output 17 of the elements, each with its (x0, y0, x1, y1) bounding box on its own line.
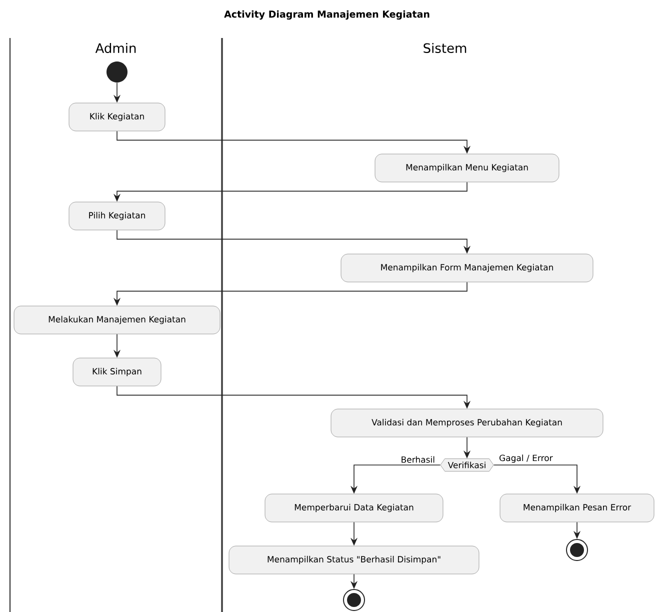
activity-box: Menampilkan Menu Kegiatan (374, 154, 560, 182)
lane-header: Sistem (424, 42, 466, 54)
end-node (343, 589, 365, 611)
activity-box: Klik Kegiatan (68, 102, 166, 132)
activity-box: Menampilkan Status "Berhasil Disimpan" (228, 546, 480, 574)
activity-box: Menampilkan Pesan Error (500, 494, 654, 522)
start-node (106, 62, 128, 82)
activity-box: Klik Simpan (72, 358, 162, 386)
activity-box: Pilih Kegiatan (68, 202, 166, 230)
activity-box: Melakukan Manajemen Kegiatan (14, 306, 220, 334)
activity-box: Menampilkan Form Manajemen Kegiatan (340, 254, 594, 282)
activity-box: Validasi dan Memproses Perubahan Kegiatan (330, 408, 604, 438)
activity-box: Memperbarui Data Kegiatan (264, 494, 444, 522)
title: Activity Diagram Manajemen Kegiatan (224, 10, 430, 20)
edge-label: Gagal / Error (498, 454, 554, 464)
edge-label: Berhasil (400, 455, 436, 464)
end-node (566, 539, 588, 561)
